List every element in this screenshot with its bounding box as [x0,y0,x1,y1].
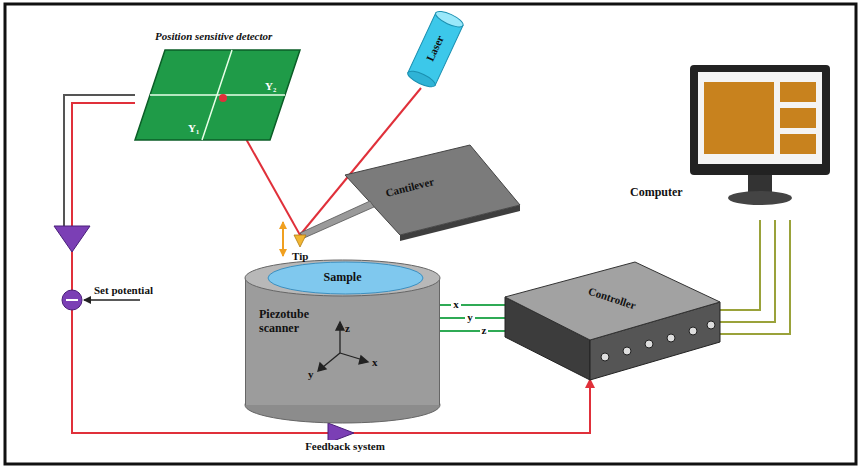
data-cable [720,220,760,310]
data-cable [720,220,775,322]
cantilever: Cantilever [300,135,525,235]
data-cable [720,220,790,334]
sample-label: Sample [265,271,420,285]
frame [5,4,856,464]
edge-label: y [465,311,475,323]
computer-label: Computer [630,186,683,200]
detector-axis-label: Y₂ [265,80,276,92]
controller-shape [505,262,720,380]
feedback-line [72,103,590,433]
set-potential-arrow [84,299,140,301]
edge-label: z [480,324,489,336]
tip-motion-arrow [282,222,284,256]
sample: Sample [265,261,426,295]
computer: Computer [630,60,835,220]
axis-label: y [308,368,314,380]
scan-signal-wire [440,330,505,332]
reflected-beam [247,140,300,235]
axis-label: z [345,322,350,334]
edge-label: x [451,298,461,310]
controller: Controller [505,262,720,380]
axis-label: x [372,356,378,368]
detector-wire [64,95,135,226]
input-label: Set potential [94,284,153,296]
piezotube-scanner: Piezotube scanner Sample [245,258,440,423]
tip-label: Tip [292,250,308,262]
laser: Laser [400,10,470,88]
minus-sign [66,299,78,301]
amplifier-symbol [54,226,90,252]
comparator-symbol [62,290,82,310]
detector-axis-label: Y₁ [188,122,199,134]
edge-label: Feedback system [303,440,387,452]
scanner-label: Piezotube scanner [259,308,339,336]
detector-heading: Position sensitive detector [155,30,272,43]
scan-signal-wire [440,304,505,306]
